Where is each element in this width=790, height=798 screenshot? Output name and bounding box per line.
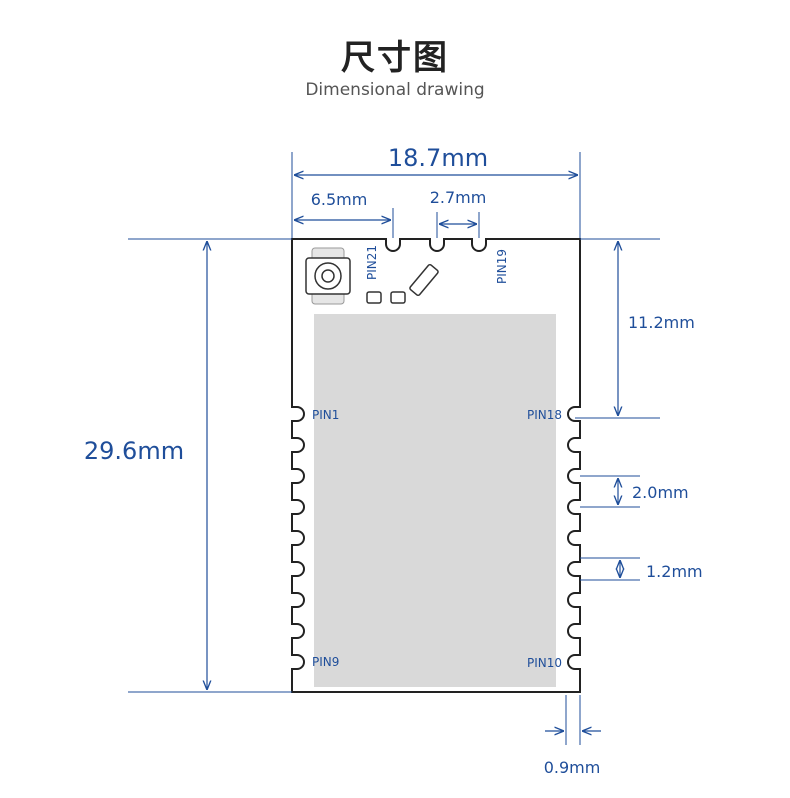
pin-label-pin9: PIN9 xyxy=(312,655,339,669)
top-to-pin-label: 11.2mm xyxy=(628,313,695,332)
pad-depth-label: 0.9mm xyxy=(544,758,601,777)
pin-label-pin19: PIN19 xyxy=(495,249,509,284)
smd-component xyxy=(366,291,382,304)
pad-width-label: 1.2mm xyxy=(646,562,703,581)
pin-label-pin1: PIN1 xyxy=(312,408,339,422)
shield-can xyxy=(314,314,556,687)
pin-label-pin10: PIN10 xyxy=(527,656,562,670)
antenna-offset-label: 6.5mm xyxy=(311,190,368,209)
pin-label-pin21: PIN21 xyxy=(365,245,379,280)
pin-label-pin18: PIN18 xyxy=(527,408,562,422)
page-title: 尺寸图 xyxy=(341,38,449,78)
antenna-connector-icon xyxy=(305,247,351,305)
pin-pitch-label: 2.0mm xyxy=(632,483,689,502)
dimension-arrows xyxy=(207,175,620,731)
smd-component xyxy=(409,263,439,297)
smd-component xyxy=(390,291,406,304)
page-subtitle: Dimensional drawing xyxy=(305,80,485,100)
height-dimension-label: 29.6mm xyxy=(84,437,184,465)
extension-lines xyxy=(128,152,660,745)
width-dimension-label: 18.7mm xyxy=(388,144,488,172)
top-pad-pitch-label: 2.7mm xyxy=(430,188,487,207)
